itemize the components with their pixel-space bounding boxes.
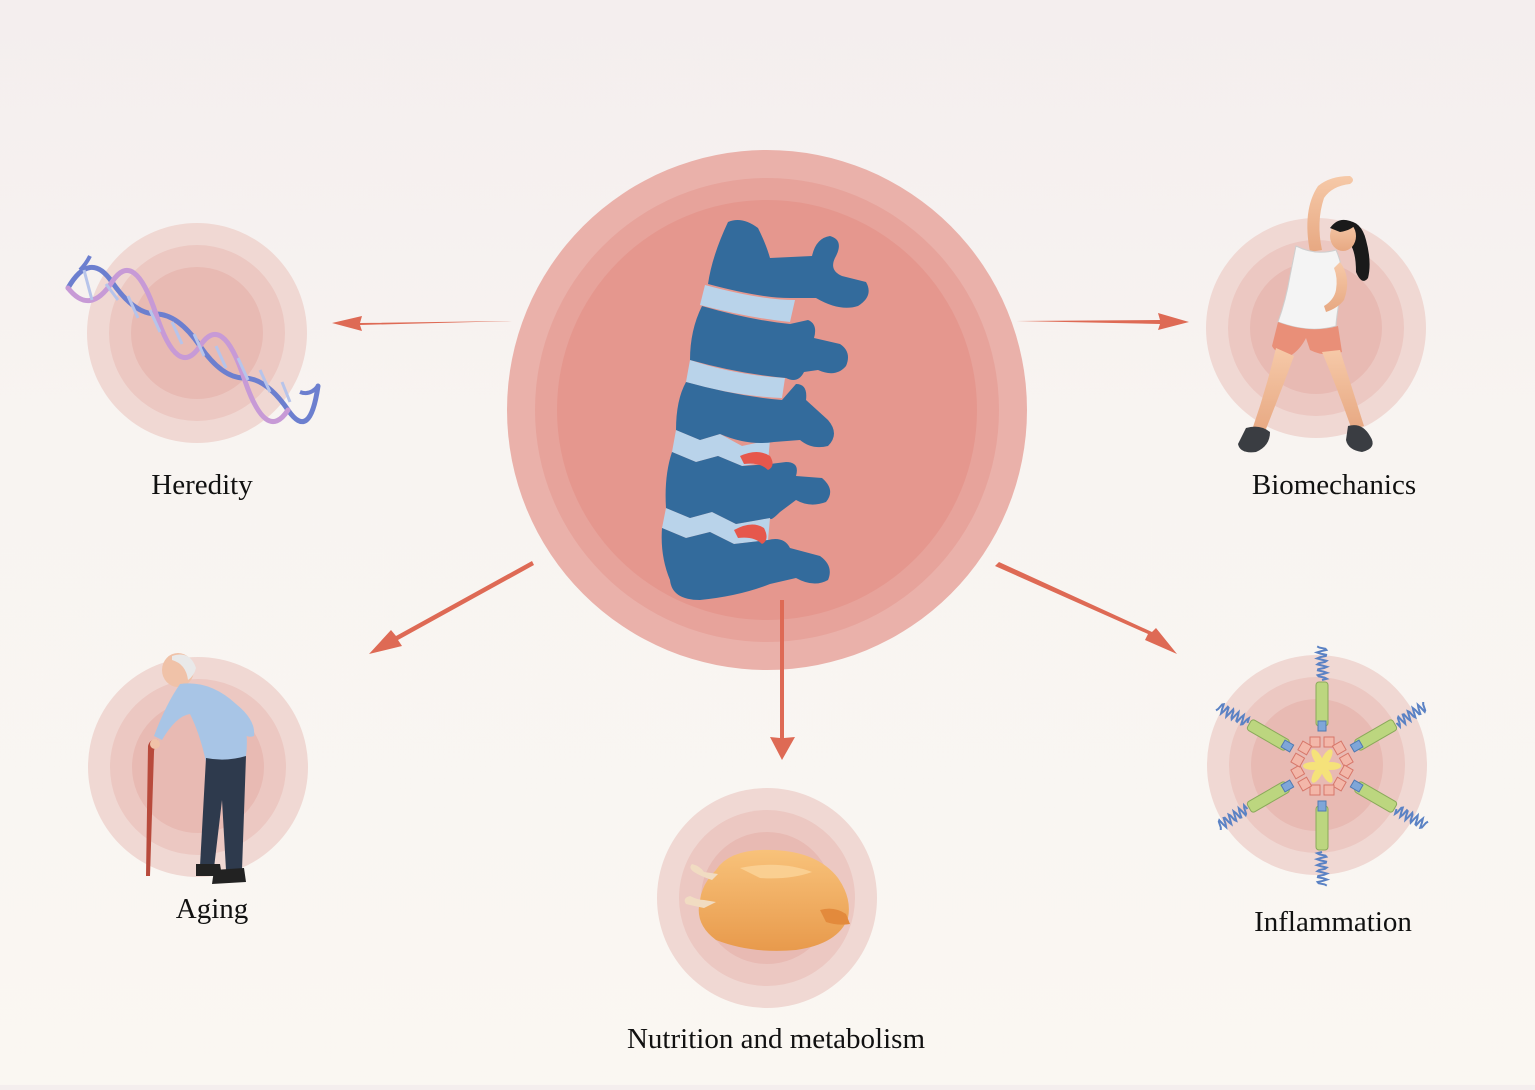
cytokine-receptor-icon [1215,645,1429,887]
node-heredity [65,223,321,443]
arrow-to-inflammation [995,562,1177,654]
spine-icon [661,220,869,600]
node-biomechanics [1206,176,1426,453]
factor-label-aging: Aging [175,893,249,925]
node-inflammation [1207,645,1429,887]
node-aging [88,653,308,884]
node-nutrition [657,788,877,1008]
factor-label-nutrition: Nutrition and metabolism [626,1023,926,1055]
factor-label-biomechanics: Biomechanics [1251,469,1417,501]
heredity-halo-inner [131,267,263,399]
dna-helix-icon [65,255,321,425]
factor-label-heredity: Heredity [151,469,253,501]
factor-label-inflammation: Inflammation [1254,906,1412,938]
arrow-to-nutrition [770,600,795,760]
arrow-to-heredity [332,316,512,331]
arrows [332,313,1189,760]
center-node [507,150,1027,670]
arrow-to-biomechanics [1014,313,1189,330]
elderly-man-with-cane-icon [146,653,255,884]
stretching-woman-icon [1238,176,1373,453]
arrow-to-aging [369,561,534,654]
roast-chicken-icon [684,849,850,951]
